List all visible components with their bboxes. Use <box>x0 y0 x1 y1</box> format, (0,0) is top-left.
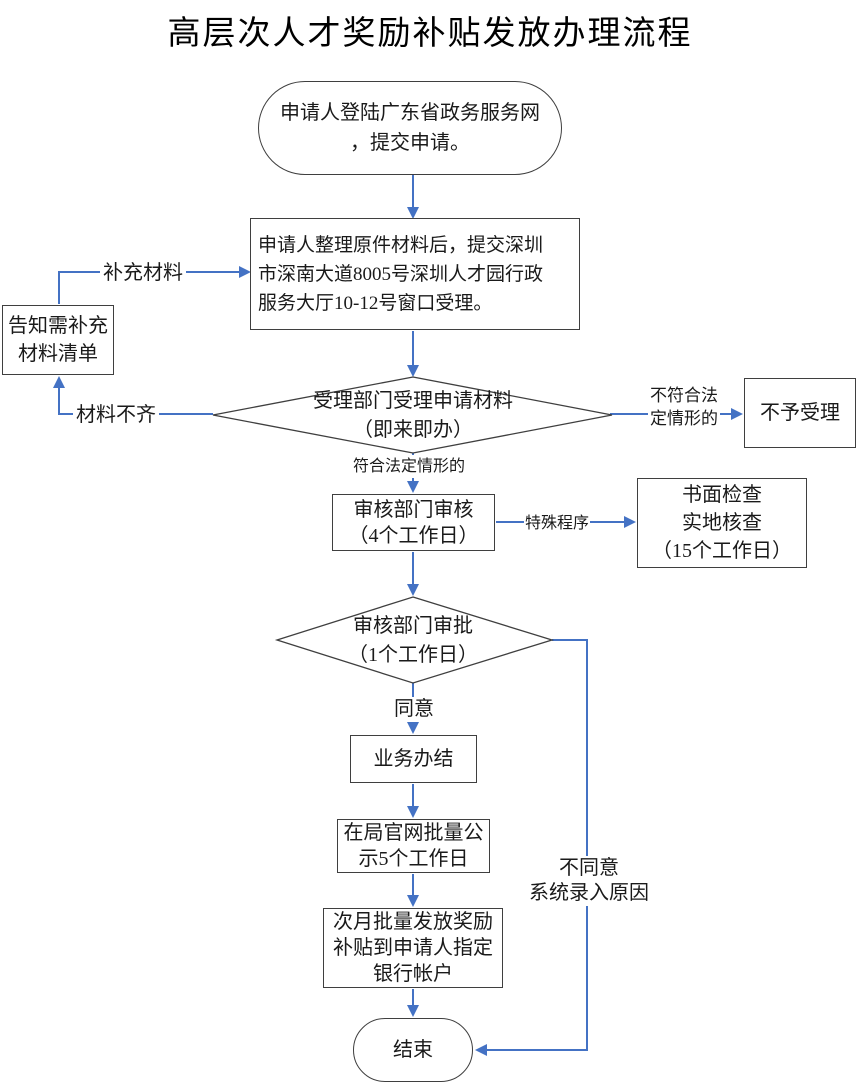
arrow-accept-to-supplement <box>58 387 213 415</box>
reject-node: 不予受理 <box>744 378 856 448</box>
arrowhead-right-icon <box>731 408 743 420</box>
publicity-node: 在局官网批量公 示5个工作日 <box>337 819 490 873</box>
arrowhead-down-icon <box>407 207 419 219</box>
conform-label: 符合法定情形的 <box>352 455 466 478</box>
disagree-label: 不同意 系统录入原因 <box>526 856 652 906</box>
agree-label: 同意 <box>393 697 435 722</box>
incomplete-materials-label: 材料不齐 <box>73 403 159 428</box>
arrowhead-down-icon <box>407 365 419 377</box>
arrowhead-left-icon <box>475 1044 487 1056</box>
complete-node: 业务办结 <box>350 735 477 783</box>
arrowhead-down-icon <box>407 1005 419 1017</box>
review-node: 审核部门审核 （4个工作日） <box>332 494 495 551</box>
start-node: 申请人登陆广东省政务服务网 ，提交申请。 <box>258 81 562 175</box>
arrowhead-down-icon <box>407 806 419 818</box>
arrowhead-down-icon <box>407 481 419 493</box>
approve-decision-text: 审核部门审批 （1个工作日） <box>348 615 478 666</box>
payment-node: 次月批量发放奖励 补贴到申请人指定 银行帐户 <box>323 908 503 988</box>
arrowhead-right-icon <box>624 516 636 528</box>
supplement-list-node: 告知需补充 材料清单 <box>2 305 114 375</box>
page-title: 高层次人才奖励补贴发放办理流程 <box>167 16 693 52</box>
end-node: 结束 <box>353 1018 473 1082</box>
arrowhead-down-icon <box>407 584 419 596</box>
arrowhead-up-icon <box>53 376 65 388</box>
arrow-approve-disagree-to-end <box>487 639 588 1051</box>
inspect-node: 书面检查 实地核查 （15个工作日） <box>637 478 807 568</box>
approve-decision-diamond <box>274 596 555 684</box>
supplement-label: 补充材料 <box>100 261 186 286</box>
accept-decision-text: 受理部门受理申请材料 （即来即办） <box>313 390 513 441</box>
arrowhead-down-icon <box>407 722 419 734</box>
accept-decision-diamond <box>212 376 613 454</box>
not-conform-label: 不符合法 定情形的 <box>648 384 720 430</box>
arrowhead-right-icon <box>239 266 251 278</box>
special-procedure-label: 特殊程序 <box>524 512 590 535</box>
arrowhead-down-icon <box>407 895 419 907</box>
submit-materials-node: 申请人整理原件材料后，提交深圳 市深南大道8005号深圳人才园行政 服务大厅10… <box>250 218 580 330</box>
